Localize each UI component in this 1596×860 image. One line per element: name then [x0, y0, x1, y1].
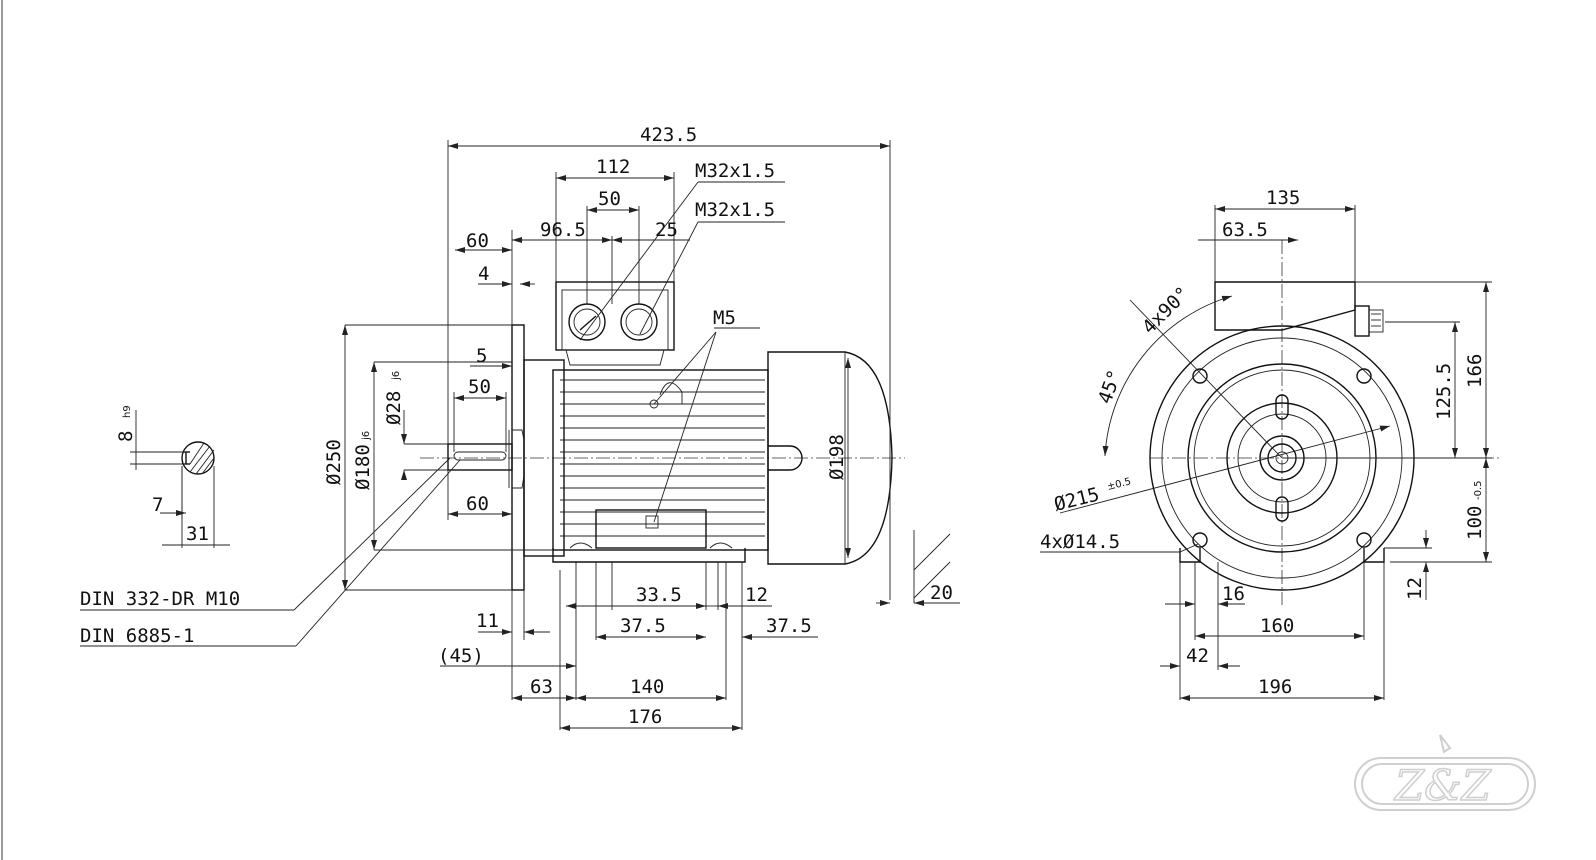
dim-foot-pad-b: 12 [745, 584, 768, 606]
dim-pcd-tol: ±0.5 [1106, 476, 1132, 493]
note-din-6885: DIN 6885-1 [80, 625, 194, 647]
logo-text: Z&Z [1393, 761, 1492, 810]
angle-45: 45° [1094, 367, 1126, 407]
shaft-section-view: 8 h9 7 31 [115, 405, 230, 548]
dim-pcd: Ø215 [1052, 483, 1102, 515]
dim-flange-to-foot: (45) [438, 645, 484, 667]
end-foot-left [1179, 548, 1201, 563]
dim-key-length: 50 [468, 376, 491, 398]
cooling-fins [560, 379, 765, 537]
dim-foot-pad-d: 37.5 [766, 615, 812, 637]
dim-shaft-dia: Ø28 [383, 391, 405, 425]
end-view: 135 63.5 4x90° 45° Ø215 ±0.5 4xØ14.5 125… [1040, 187, 1500, 701]
dim-flange-to-box: 60 [466, 230, 489, 252]
dim-shaft-length: 60 [466, 493, 489, 515]
dim-frame-dia: Ø198 [826, 434, 848, 480]
dim-shaft-tol: j6 [391, 371, 402, 381]
dim-overall-length: 423.5 [640, 124, 697, 146]
dim-flange-thickness: 11 [476, 610, 499, 632]
dim-foot-pad-a: 33.5 [636, 584, 682, 606]
dim-total-height: 166 [1464, 354, 1486, 388]
fan-cover [767, 351, 893, 565]
dim-gland-spacing: 50 [598, 188, 621, 210]
end-terminal-box [1214, 281, 1356, 331]
dim-foot-hole-spacing-end: 160 [1260, 615, 1294, 637]
earth-terminal [649, 399, 659, 409]
end-cable-gland [1354, 305, 1370, 337]
dim-flange-dia: Ø250 [323, 439, 345, 485]
dim-key-width-tol: h9 [122, 405, 133, 418]
bolt-hole-tl [1192, 368, 1208, 384]
dim-foot-edge: 42 [1186, 645, 1209, 667]
dim-foot-hole-spacing: 140 [630, 676, 664, 698]
dim-spigot-dia: Ø180 [352, 444, 374, 490]
dim-shaft-height: 31 [186, 523, 209, 545]
dim-box-offset: 63.5 [1222, 219, 1268, 241]
gland-thread-2: M32x1.5 [695, 199, 775, 221]
dim-foot-thickness: 12 [1404, 577, 1426, 600]
dim-spigot-tol: j6 [361, 431, 372, 441]
dim-key-depth: 7 [152, 494, 163, 516]
bolt-hole-br [1356, 532, 1372, 548]
dim-shaft-to-foot-hole: 63 [530, 676, 553, 698]
dim-key-width: 8 [115, 431, 137, 442]
dim-shaft-height-tol: -0.5 [1473, 480, 1484, 500]
company-logo: Z&Z [1354, 734, 1536, 811]
dim-flange-spigot: 4 [478, 263, 489, 285]
shaft-key [453, 451, 507, 461]
angle-4x90: 4x90° [1138, 283, 1194, 339]
dim-terminal-box-offset: 96.5 [540, 219, 586, 241]
dim-key-offset: 5 [476, 345, 487, 367]
leader-din-332 [293, 457, 451, 611]
dim-foot-width: 196 [1258, 676, 1292, 698]
dim-flange-holes: 4xØ14.5 [1040, 531, 1120, 553]
foot-block [595, 509, 707, 549]
leader-gland-1 [579, 181, 699, 341]
earth-label: M5 [713, 307, 736, 329]
bolt-hole-bl [1192, 532, 1208, 548]
dim-box-width: 135 [1266, 187, 1300, 209]
leader-gland-2 [639, 221, 699, 335]
dim-foot-slot: 16 [1222, 583, 1245, 605]
note-din-332: DIN 332-DR M10 [80, 588, 240, 610]
dim-foot-pad-c: 37.5 [620, 615, 666, 637]
lifting-lug [768, 445, 803, 471]
bolt-hole-tr [1356, 368, 1372, 384]
dim-shaft-height-end: 100 [1464, 506, 1486, 540]
leader-din-6885 [295, 459, 461, 647]
foot-base [552, 548, 746, 563]
side-view: 423.5 112 50 96.5 25 60 4 M32x1.5 M32x1.… [80, 124, 960, 731]
dim-fan-gap: 20 [930, 582, 953, 604]
shaft [447, 443, 513, 471]
dim-box-height: 125.5 [1433, 363, 1455, 420]
gland-thread-1: M32x1.5 [695, 160, 775, 182]
dim-terminal-box-width: 112 [596, 156, 630, 178]
dim-foot-length: 176 [628, 706, 662, 728]
dim-gland-offset: 25 [655, 219, 678, 241]
